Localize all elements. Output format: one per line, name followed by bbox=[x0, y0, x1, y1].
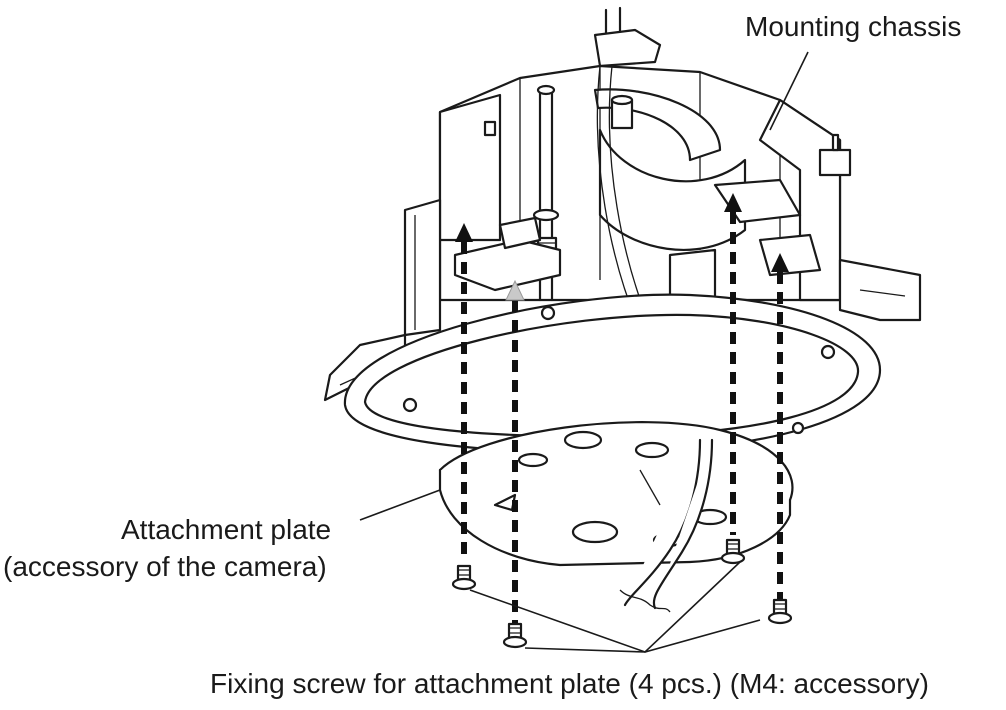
attachment-plate-sublabel: (accessory of the camera) bbox=[3, 551, 327, 582]
screws bbox=[451, 538, 793, 649]
up-arrow-icon bbox=[724, 193, 742, 212]
leader-attachment-plate bbox=[359, 489, 441, 521]
up-arrow-icon bbox=[771, 253, 789, 272]
attachment-plate bbox=[438, 421, 794, 613]
screw-icon bbox=[502, 622, 528, 649]
mounting-chassis-label: Mounting chassis bbox=[745, 11, 962, 42]
leader-lines bbox=[359, 51, 809, 653]
assembly-guides bbox=[455, 193, 789, 640]
up-arrow-icon bbox=[455, 223, 473, 242]
fixing-screw-label: Fixing screw for attachment plate (4 pcs… bbox=[210, 668, 929, 699]
leader-screws-2 bbox=[524, 561, 741, 653]
leader-mounting-chassis bbox=[769, 51, 809, 131]
mounting-ring bbox=[343, 293, 882, 454]
screw-icon bbox=[767, 598, 793, 625]
attachment-plate-label: Attachment plate bbox=[121, 514, 332, 545]
up-arrow-icon bbox=[505, 279, 525, 301]
screw-icon bbox=[720, 538, 746, 565]
screw-icon bbox=[451, 564, 477, 591]
